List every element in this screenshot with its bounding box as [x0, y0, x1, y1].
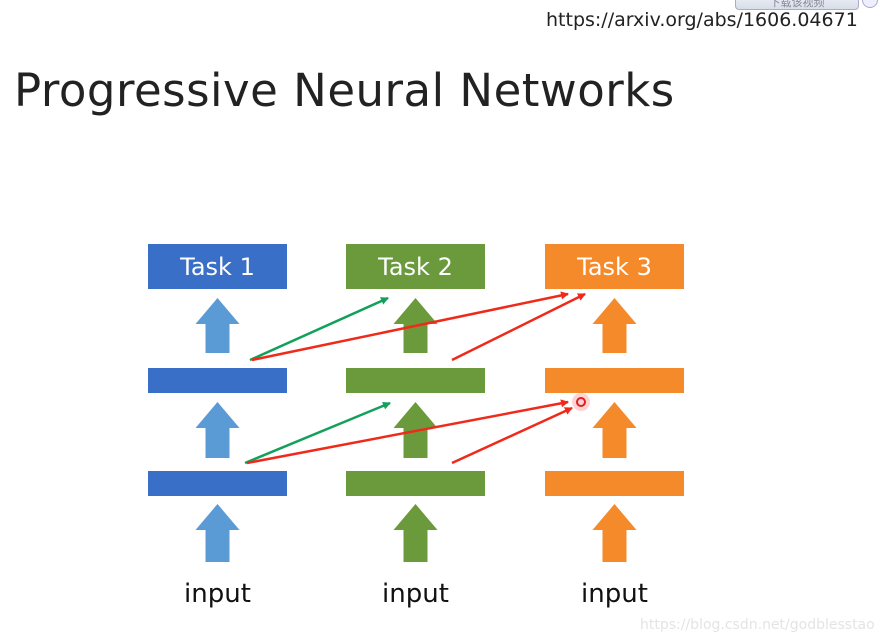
slide-title: Progressive Neural Networks: [14, 64, 675, 117]
lateral-connection-arrow: [244, 401, 391, 465]
task-3-label: Task 3: [576, 253, 652, 281]
up-arrow-icon: [393, 504, 438, 562]
up-arrow-icon: [592, 298, 637, 353]
input-label-col-1: input: [184, 579, 251, 609]
task-1-box: [148, 244, 287, 289]
lateral-connection-arrow: [249, 296, 389, 362]
up-arrow-icon: [195, 402, 240, 458]
lateral-connection-arrow: [451, 292, 586, 362]
up-arrow-icon: [592, 402, 637, 458]
hidden-layer-2-col-2: [346, 368, 485, 393]
hidden-layer-2-col-1: [148, 368, 287, 393]
task-3-box: [545, 244, 684, 289]
task-2-label: Task 2: [377, 253, 453, 281]
input-label-col-3: input: [581, 579, 648, 609]
task-2-box: [346, 244, 485, 289]
hidden-layer-1-col-1: [148, 471, 287, 496]
up-arrow-icon: [592, 504, 637, 562]
hidden-layer-1-col-3: [545, 471, 684, 496]
arxiv-url[interactable]: https://arxiv.org/abs/1606.04671: [546, 9, 858, 31]
task-1-label: Task 1: [179, 253, 255, 281]
hidden-layer-2-col-3: [545, 368, 684, 393]
lateral-connection-arrow: [451, 406, 573, 465]
up-arrow-icon: [195, 504, 240, 562]
cursor-icon: [576, 397, 586, 407]
lateral-connection-arrow: [251, 291, 569, 362]
up-arrow-icon: [195, 298, 240, 353]
input-label-col-2: input: [382, 579, 449, 609]
download-video-button[interactable]: 下载该视频: [735, 0, 859, 10]
hidden-layer-1-col-2: [346, 471, 485, 496]
cursor-glow: [572, 393, 590, 411]
watermark: https://blog.csdn.net/godblesstao: [640, 617, 875, 633]
lateral-connection-arrow: [246, 399, 569, 465]
